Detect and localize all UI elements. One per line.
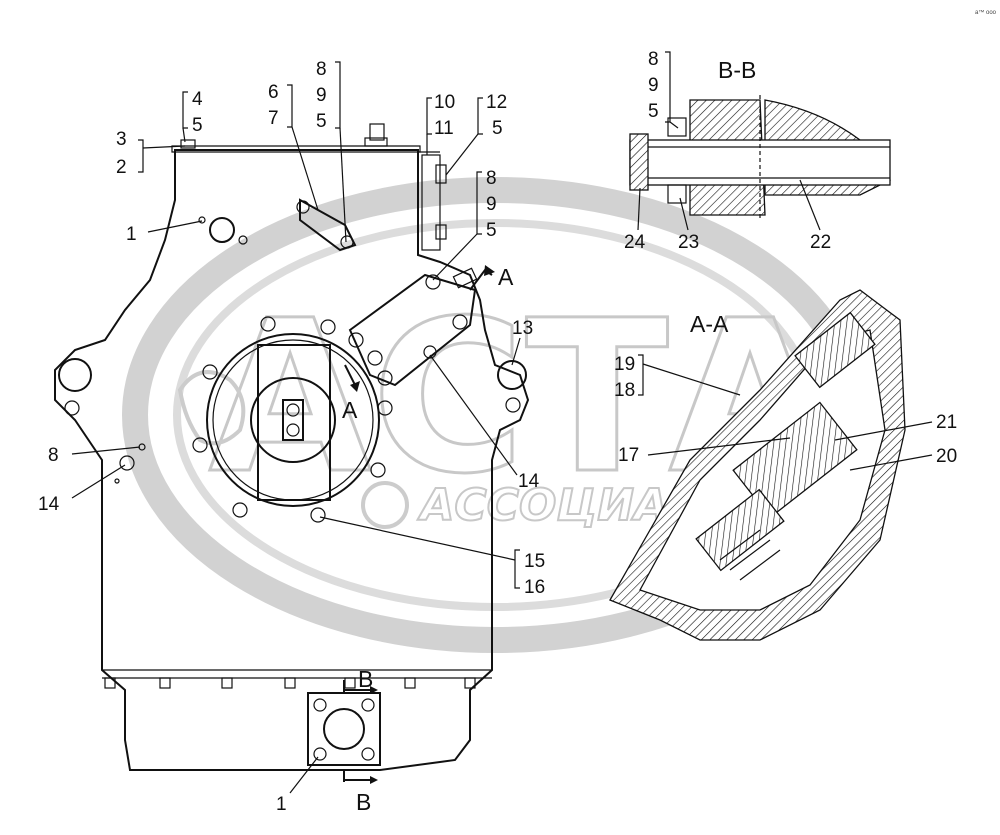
bb-nut-top xyxy=(667,117,687,137)
aa-spring-seat xyxy=(695,488,785,572)
label-17: 17 xyxy=(618,445,639,466)
cover-bolt-a xyxy=(296,200,310,214)
label-7: 7 xyxy=(268,108,279,129)
right-small-boss xyxy=(505,397,521,413)
label-12: 12 xyxy=(486,92,507,113)
right-lug-hole xyxy=(497,360,527,390)
hub-slot xyxy=(282,399,304,441)
side-bracket xyxy=(421,154,441,251)
label-11: 11 xyxy=(434,118,454,139)
cover-bolt-b xyxy=(340,235,354,249)
bottom-cover-port xyxy=(323,708,365,750)
flange-yoke xyxy=(257,344,331,501)
leader-lines xyxy=(71,51,933,794)
hub xyxy=(250,377,336,463)
callout-labels: 1 1 3 2 4 5 6 7 8 9 5 10 11 12 5 8 9 5 8… xyxy=(38,49,957,815)
label-14-left: 14 xyxy=(38,494,60,515)
label-10: 10 xyxy=(434,92,455,113)
label-6: 6 xyxy=(268,82,279,103)
corner-note: a™ ооо xyxy=(975,9,997,16)
top-bolt xyxy=(369,123,385,141)
label-8-b: 8 xyxy=(486,168,497,189)
label-5-c: 5 xyxy=(492,118,503,139)
label-4: 4 xyxy=(192,89,203,110)
flange-bolts xyxy=(192,316,393,523)
main-housing xyxy=(54,123,530,784)
aa-spring xyxy=(719,529,781,581)
watermark-wheel-icon xyxy=(361,481,409,529)
label-8-a: 8 xyxy=(316,59,327,80)
section-aa xyxy=(609,289,906,641)
label-9-b: 9 xyxy=(486,194,497,215)
label-8-left: 8 xyxy=(48,445,59,466)
label-5-b: 5 xyxy=(316,111,327,132)
label-20: 20 xyxy=(936,446,957,467)
label-5-e: 5 xyxy=(648,101,659,122)
section-a-arrow-label-top: A xyxy=(498,264,514,290)
upper-port-small xyxy=(238,235,248,245)
label-19: 19 xyxy=(614,354,635,375)
bb-plug xyxy=(629,133,649,191)
upper-port xyxy=(209,217,235,243)
section-b-arrow-label-bottom: B xyxy=(356,789,371,815)
section-b-arrow-label-top: B xyxy=(358,666,373,692)
label-1-upper: 1 xyxy=(126,224,137,245)
valve-fitting xyxy=(452,267,478,289)
housing-outline xyxy=(54,149,530,771)
bottom-cover xyxy=(307,692,381,766)
section-aa-title: A-A xyxy=(690,311,729,337)
label-2: 2 xyxy=(116,157,127,178)
section-bb-title: B-B xyxy=(718,57,756,83)
watermark-eagle-icon xyxy=(177,370,246,446)
label-13: 13 xyxy=(512,318,533,339)
left-lug-hole xyxy=(58,358,92,392)
section-a-arrow-label-lower: A xyxy=(342,397,358,423)
label-9-a: 9 xyxy=(316,85,327,106)
label-5-a: 5 xyxy=(192,115,203,136)
bb-nut-bottom xyxy=(667,184,687,204)
section-a-lower-mark xyxy=(344,364,356,386)
label-8-c: 8 xyxy=(648,49,659,70)
label-5-d: 5 xyxy=(486,220,497,241)
top-bolt-washer xyxy=(364,137,388,147)
label-1-lower: 1 xyxy=(276,794,287,815)
bracket-bolt-lower xyxy=(435,224,447,240)
label-23: 23 xyxy=(678,232,699,253)
label-9-c: 9 xyxy=(648,75,659,96)
label-24: 24 xyxy=(624,232,646,253)
plug-14 xyxy=(119,455,135,471)
bracket-bolt xyxy=(435,164,447,184)
valve-body xyxy=(348,273,477,387)
label-18: 18 xyxy=(614,380,635,401)
label-3: 3 xyxy=(116,129,127,150)
left-small-boss xyxy=(64,400,80,416)
main-flange xyxy=(206,333,380,507)
label-22: 22 xyxy=(810,232,831,253)
aa-cap xyxy=(794,311,876,389)
aa-valve-spool xyxy=(732,401,858,519)
top-left-fitting xyxy=(180,139,196,149)
label-16: 16 xyxy=(524,577,545,598)
label-14-mid: 14 xyxy=(518,471,540,492)
label-21: 21 xyxy=(936,412,957,433)
label-15: 15 xyxy=(524,551,545,572)
section-bb xyxy=(629,95,891,220)
bottom-bolts xyxy=(104,677,476,689)
plug-1 xyxy=(198,216,206,224)
